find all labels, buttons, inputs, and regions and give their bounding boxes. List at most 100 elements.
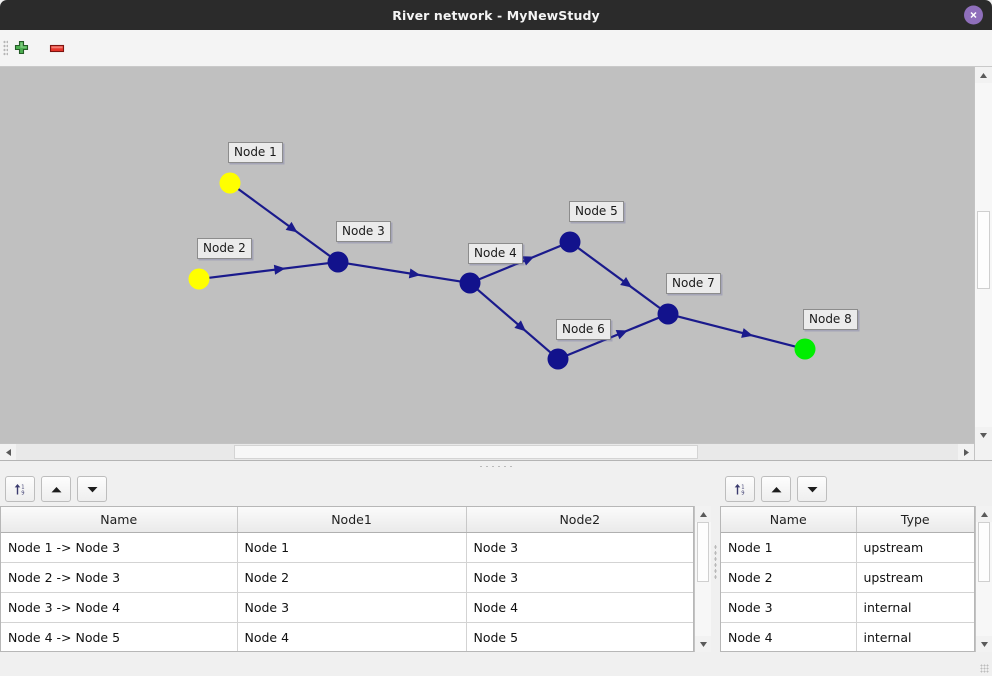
node-cell-name[interactable]: Node 3 <box>721 592 857 623</box>
reaches-scroll-down-icon[interactable] <box>695 636 711 652</box>
reach-cell-node2[interactable]: Node 5 <box>466 622 693 651</box>
network-node[interactable] <box>547 348 569 370</box>
node-cell-type[interactable]: upstream <box>856 562 974 593</box>
node-label[interactable]: Node 1 <box>228 142 283 163</box>
node-label[interactable]: Node 5 <box>569 201 624 222</box>
edge[interactable] <box>566 316 660 357</box>
node-cell-type[interactable]: upstream <box>856 532 974 563</box>
reaches-col-node1[interactable]: Node1 <box>237 507 467 533</box>
edge-arrow-icon <box>620 276 632 288</box>
edge[interactable] <box>677 315 796 348</box>
node-label[interactable]: Node 8 <box>803 309 858 330</box>
nodes-move-down-icon[interactable] <box>797 476 827 502</box>
reach-cell-name[interactable]: Node 2 -> Node 3 <box>1 562 238 593</box>
nodes-scroll-up-icon[interactable] <box>976 506 992 522</box>
reach-cell-node1[interactable]: Node 1 <box>237 532 467 563</box>
edge-arrow-icon <box>741 328 754 338</box>
nodes-scroll-down-icon[interactable] <box>976 636 992 652</box>
canvas-horizontal-scrollbar[interactable] <box>0 443 974 460</box>
network-node[interactable] <box>459 272 481 294</box>
reach-cell-node2[interactable]: Node 4 <box>466 592 693 623</box>
reach-cell-name[interactable]: Node 4 -> Node 5 <box>1 622 238 651</box>
node-cell-name[interactable]: Node 2 <box>721 562 857 593</box>
reaches-vertical-scrollbar[interactable] <box>694 506 711 652</box>
canvas-vertical-scrollbar[interactable] <box>974 67 992 443</box>
canvas-vscroll-thumb[interactable] <box>977 211 990 289</box>
node-cell-name[interactable]: Node 4 <box>721 622 857 651</box>
add-node-icon[interactable] <box>10 37 32 59</box>
nodes-sort-icon[interactable]: 1 9 <box>725 476 755 502</box>
node-cell-type[interactable]: internal <box>856 592 974 623</box>
nodes-move-up-icon[interactable] <box>761 476 791 502</box>
network-node[interactable] <box>657 303 679 325</box>
node-label[interactable]: Node 6 <box>556 319 611 340</box>
edge[interactable] <box>577 247 661 309</box>
network-node[interactable] <box>219 172 241 194</box>
close-icon[interactable] <box>964 5 983 25</box>
reach-cell-name[interactable]: Node 1 -> Node 3 <box>1 532 238 563</box>
scroll-up-icon[interactable] <box>975 67 992 83</box>
reach-cell-name[interactable]: Node 3 -> Node 4 <box>1 592 238 623</box>
edge[interactable] <box>237 188 331 257</box>
reaches-vscroll-track[interactable] <box>695 522 711 636</box>
reaches-scroll-up-icon[interactable] <box>695 506 711 522</box>
edge[interactable] <box>208 262 329 279</box>
network-node[interactable] <box>794 338 816 360</box>
svg-text:9: 9 <box>741 490 744 496</box>
reach-cell-node2[interactable]: Node 3 <box>466 532 693 563</box>
node-label[interactable]: Node 3 <box>336 221 391 242</box>
canvas-hscroll-track[interactable] <box>16 444 958 460</box>
reaches-col-name[interactable]: Name <box>1 507 238 533</box>
resize-grip-icon[interactable] <box>980 664 989 673</box>
reach-cell-node1[interactable]: Node 3 <box>237 592 467 623</box>
reach-cell-node1[interactable]: Node 2 <box>237 562 467 593</box>
reaches-col-node2[interactable]: Node2 <box>466 507 693 533</box>
vertical-splitter[interactable] <box>711 472 720 652</box>
scroll-down-icon[interactable] <box>975 427 992 443</box>
nodes-vertical-scrollbar[interactable] <box>975 506 992 652</box>
reaches-move-down-icon[interactable] <box>77 476 107 502</box>
scroll-right-icon[interactable] <box>958 444 974 460</box>
node-label[interactable]: Node 4 <box>468 243 523 264</box>
vsplitter-grip-icon <box>714 544 717 580</box>
reach-cell-node1[interactable]: Node 4 <box>237 622 467 651</box>
node-cell-name[interactable]: Node 1 <box>721 532 857 563</box>
reaches-move-up-icon[interactable] <box>41 476 71 502</box>
nodes-pane: 1 9 Name <box>720 472 992 652</box>
node-label[interactable]: Node 7 <box>666 273 721 294</box>
delete-node-icon[interactable] <box>46 37 68 59</box>
network-node[interactable] <box>559 231 581 253</box>
canvas-vscroll-track[interactable] <box>975 83 992 427</box>
network-node[interactable] <box>188 268 210 290</box>
nodes-col-type[interactable]: Type <box>856 507 974 533</box>
edge[interactable] <box>476 288 552 354</box>
nodes-col-name[interactable]: Name <box>721 507 857 533</box>
reach-cell-node2[interactable]: Node 3 <box>466 562 693 593</box>
network-node[interactable] <box>327 251 349 273</box>
svg-text:1: 1 <box>741 484 744 490</box>
node-label[interactable]: Node 2 <box>197 238 252 259</box>
scroll-left-icon[interactable] <box>0 444 16 460</box>
node-cell-type[interactable]: internal <box>856 622 974 651</box>
reaches-sort-icon[interactable]: 1 9 <box>5 476 35 502</box>
canvas-hscroll-thumb[interactable] <box>234 445 698 459</box>
nodes-vscroll-track[interactable] <box>976 522 992 636</box>
horizontal-splitter[interactable] <box>0 460 992 472</box>
status-bar <box>0 652 992 676</box>
edge[interactable] <box>347 262 461 283</box>
reaches-vscroll-thumb[interactable] <box>697 522 709 582</box>
toolbar-grip[interactable] <box>3 40 8 56</box>
nodes-vscroll-thumb[interactable] <box>978 522 990 582</box>
edge-arrow-icon <box>514 320 526 332</box>
network-canvas[interactable]: Node 1 Node 2 Node 3 Node 4 Node 5 Node 6 Node… <box>0 67 974 443</box>
